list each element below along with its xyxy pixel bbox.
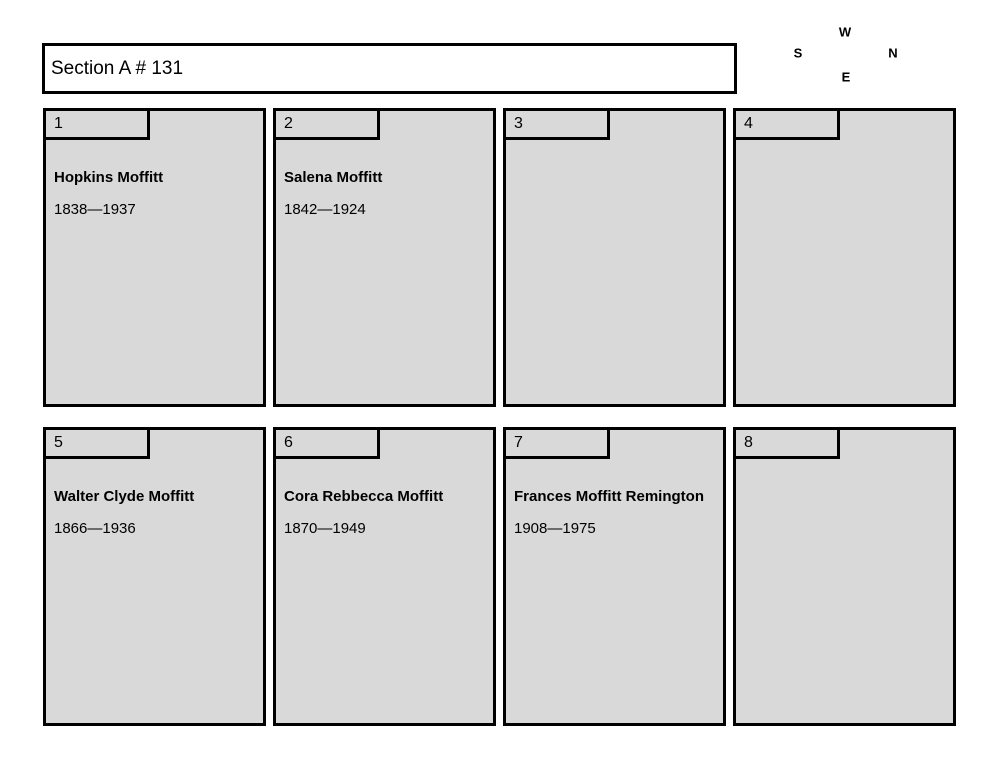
plot-number: 6 [284,434,293,451]
compass-south-label: S [793,45,803,61]
plot-number: 7 [514,434,523,451]
plot-number: 3 [514,115,523,132]
plot-number: 4 [744,115,753,132]
compass-north-label: N [888,45,898,61]
plot-number-tab: 7 [503,427,610,459]
plot-number: 1 [54,115,63,132]
plot-occupant-name: Cora Rebbecca Moffitt [284,488,444,505]
plot-occupant-dates: 1870—1949 [284,520,366,537]
plot-5: 5 Walter Clyde Moffitt 1866—1936 [43,427,266,726]
plot-occupant-dates: 1838—1937 [54,201,136,218]
compass-east-label: E [841,69,851,85]
plot-1: 1 Hopkins Moffitt 1838—1937 [43,108,266,407]
plot-number-tab: 6 [273,427,380,459]
section-title-box: Section A # 131 [42,43,737,94]
plot-occupant-name: Salena Moffitt [284,169,383,186]
plot-3: 3 [503,108,726,407]
section-title: Section A # 131 [51,57,184,79]
plot-number: 5 [54,434,63,451]
plot-number: 8 [744,434,753,451]
plot-7: 7 Frances Moffitt Remington 1908—1975 [503,427,726,726]
plot-4: 4 [733,108,956,407]
plot-occupant-name: Frances Moffitt Remington [514,488,704,505]
plot-number-tab: 4 [733,108,840,140]
plot-6: 6 Cora Rebbecca Moffitt 1870—1949 [273,427,496,726]
compass-rose: W S N E [770,12,930,97]
plot-occupant-dates: 1842—1924 [284,201,366,218]
plot-number-tab: 2 [273,108,380,140]
plot-number-tab: 3 [503,108,610,140]
plot-number-tab: 1 [43,108,150,140]
plot-occupant-name: Hopkins Moffitt [54,169,164,186]
plot-occupant-dates: 1908—1975 [514,520,596,537]
plot-number: 2 [284,115,293,132]
plot-occupant-name: Walter Clyde Moffitt [54,488,195,505]
plot-number-tab: 8 [733,427,840,459]
plot-occupant-dates: 1866—1936 [54,520,136,537]
plot-2: 2 Salena Moffitt 1842—1924 [273,108,496,407]
compass-west-label: W [838,24,852,40]
plot-8: 8 [733,427,956,726]
plot-number-tab: 5 [43,427,150,459]
